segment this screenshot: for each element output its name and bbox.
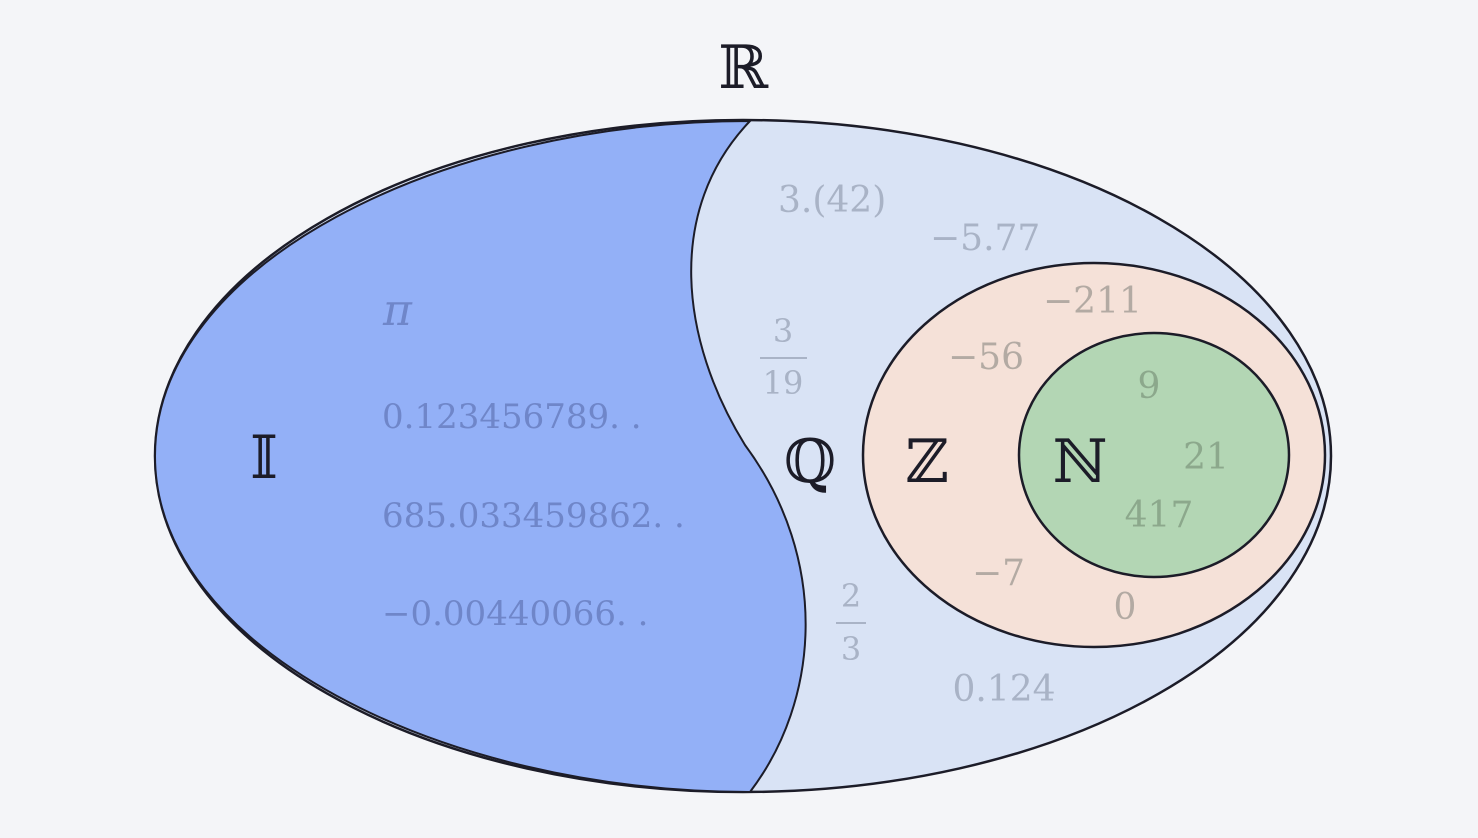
rational-number: −5.77 bbox=[930, 218, 1040, 259]
naturals-ellipse bbox=[1017, 331, 1291, 579]
integer-number: 0 bbox=[1114, 587, 1137, 628]
fraction-3-19: 3 19 bbox=[760, 312, 807, 402]
rational-number: 3.(42) bbox=[778, 180, 886, 221]
integers-label: ℤ bbox=[905, 427, 949, 497]
fraction-numerator: 2 bbox=[841, 577, 861, 615]
integer-number: −7 bbox=[972, 553, 1025, 594]
integer-number: −56 bbox=[948, 337, 1024, 378]
naturals-label: ℕ bbox=[1053, 427, 1108, 497]
rationals-label: ℚ bbox=[784, 427, 836, 497]
fraction-numerator: 3 bbox=[773, 312, 793, 350]
irrationals-label: 𝕀 bbox=[250, 423, 278, 493]
reals-label: ℝ bbox=[718, 33, 769, 103]
irrational-number: −0.00440066. . bbox=[382, 594, 648, 634]
irrational-pi: π bbox=[382, 285, 413, 336]
irrational-number: 685.033459862. . bbox=[382, 496, 685, 536]
irrationals-region bbox=[153, 119, 807, 794]
natural-number: 417 bbox=[1125, 495, 1194, 536]
fraction-2-3: 2 3 bbox=[836, 577, 866, 668]
fraction-denominator: 19 bbox=[763, 364, 804, 402]
fraction-denominator: 3 bbox=[841, 630, 861, 668]
natural-number: 9 bbox=[1138, 366, 1161, 407]
rational-number: 0.124 bbox=[952, 669, 1055, 710]
natural-number: 21 bbox=[1183, 437, 1229, 478]
irrational-number: 0.123456789. . bbox=[382, 397, 642, 437]
integer-number: −211 bbox=[1043, 281, 1142, 322]
